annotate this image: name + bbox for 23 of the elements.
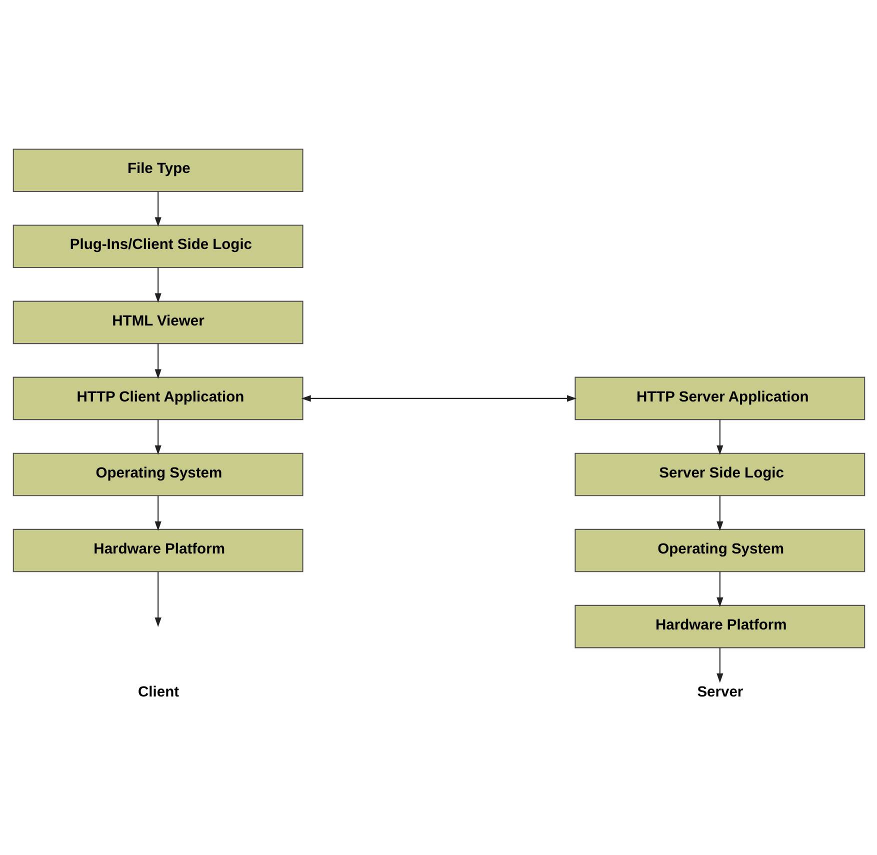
node-box: HTML Viewer	[12, 300, 303, 344]
arrow	[716, 420, 723, 455]
node-box: Operating System	[12, 452, 303, 496]
arrow	[716, 648, 723, 683]
node-box: Plug-Ins/Client Side Logic	[12, 224, 303, 268]
node-box: HTTP Server Application	[574, 376, 865, 420]
arrow	[154, 268, 161, 303]
arrow	[154, 572, 161, 628]
node-box: HTTP Client Application	[12, 376, 303, 420]
arrow	[300, 395, 576, 402]
arrow	[154, 344, 161, 379]
arrow	[154, 192, 161, 227]
node-box: Hardware Platform	[574, 604, 865, 648]
arrow	[716, 496, 723, 531]
arrow	[154, 496, 161, 531]
arrow	[154, 420, 161, 455]
node-text: Server	[696, 684, 743, 700]
node-box: Server Side Logic	[574, 452, 865, 496]
label: Client	[138, 684, 179, 700]
node-box: File Type	[12, 148, 303, 192]
node-box: Hardware Platform	[12, 528, 303, 572]
arrow	[716, 572, 723, 607]
node-box: Operating System	[574, 528, 865, 572]
